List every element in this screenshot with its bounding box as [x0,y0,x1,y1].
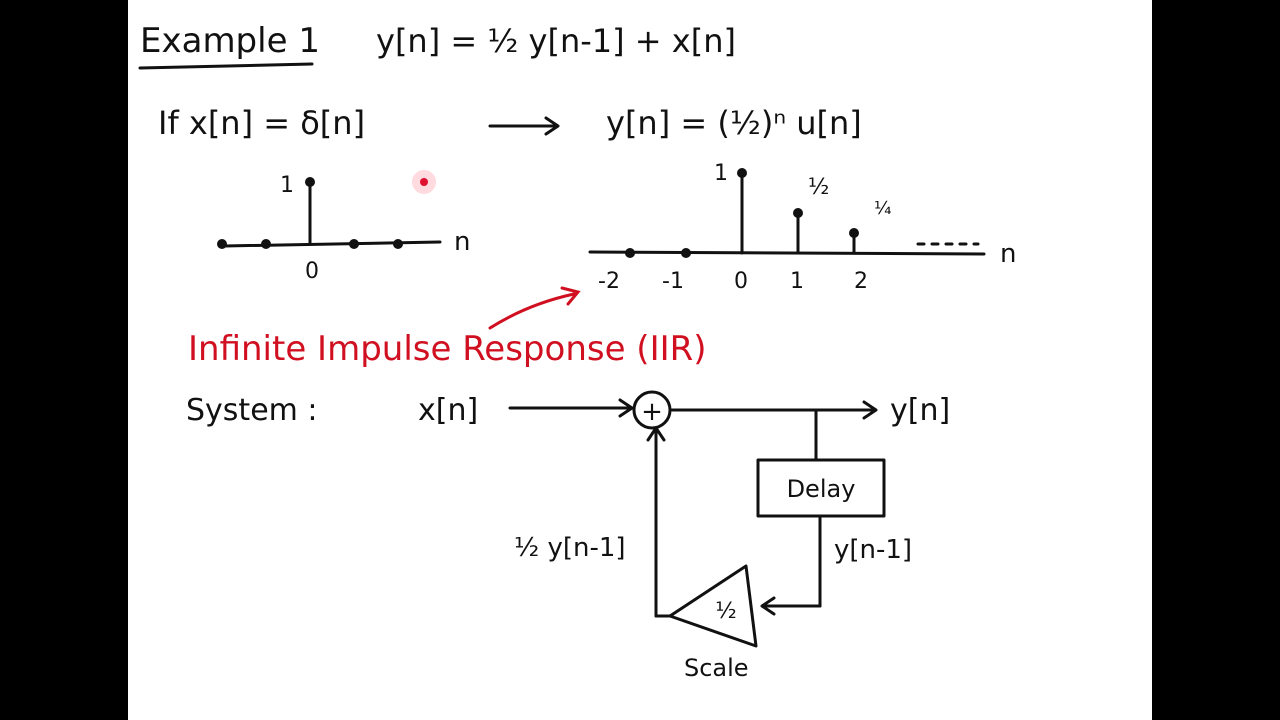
output-value-label-quarter: ¼ [874,198,891,219]
output-axis [588,250,986,256]
impulse-result: y[n] = (½)ⁿ u[n] [606,104,862,142]
input-axis-label: n [454,227,470,257]
system-block-diagram: System : x[n] + y[n] Delay y[n-1] ½ Scal… [186,390,950,682]
output-stem-plot: n 1 ½ ¼ -2 -1 0 1 2 [588,161,1016,294]
output-sample-dot [793,208,803,218]
adder-symbol: + [641,397,663,427]
delay-label: Delay [787,475,856,503]
system-input-label: x[n] [418,393,478,428]
gain-label: ½ [715,599,736,624]
input-sample-dot [393,239,403,249]
output-tick-neg2: -2 [598,269,620,294]
input-sample-dot [305,177,315,187]
whiteboard: Example 1 y[n] = ½ y[n-1] + x[n] If x[n]… [128,0,1152,720]
iir-arrow [488,292,576,330]
output-tick-1: 1 [790,269,804,294]
lecture-canvas: Example 1 y[n] = ½ y[n-1] + x[n] If x[n]… [138,21,1016,682]
system-label: System : [186,393,318,428]
input-value-label: 1 [280,173,294,198]
input-sample-dot [261,239,271,249]
input-axis [222,240,442,248]
iir-arrowhead [560,286,581,306]
output-sample-dot [849,228,859,238]
input-tick-0: 0 [305,259,319,284]
input-sample-dot [217,239,227,249]
scale-triangle [668,564,758,648]
scale-input-arrowhead [760,596,776,616]
feedback-arrowhead [646,426,666,442]
feedback-label: ½ y[n-1] [514,533,626,563]
output-value-label-1: 1 [714,161,728,186]
output-value-label-half: ½ [808,175,829,200]
output-sample-dot [681,248,691,258]
title-underline [138,62,314,70]
output-sample-dot [625,248,635,258]
input-stem-plot: n 1 0 [217,173,470,284]
difference-equation: y[n] = ½ y[n-1] + x[n] [376,22,736,60]
output-tick-neg1: -1 [662,269,684,294]
scale-label: Scale [684,654,749,682]
output-arrowhead [862,400,878,420]
iir-label: Infinite Impulse Response (IIR) [188,329,707,369]
output-tick-2: 2 [854,269,868,294]
input-sample-dot [349,239,359,249]
implies-arrowhead [544,116,560,136]
impulse-condition: If x[n] = δ[n] [158,104,365,142]
output-sample-dot [737,168,747,178]
output-tick-0: 0 [734,269,748,294]
delayed-signal-label: y[n-1] [834,535,912,565]
output-axis-label: n [1000,239,1016,269]
laser-pointer-dot [420,178,428,186]
example-title: Example 1 [140,21,320,61]
system-output-label: y[n] [890,393,950,428]
input-arrowhead [618,398,634,418]
